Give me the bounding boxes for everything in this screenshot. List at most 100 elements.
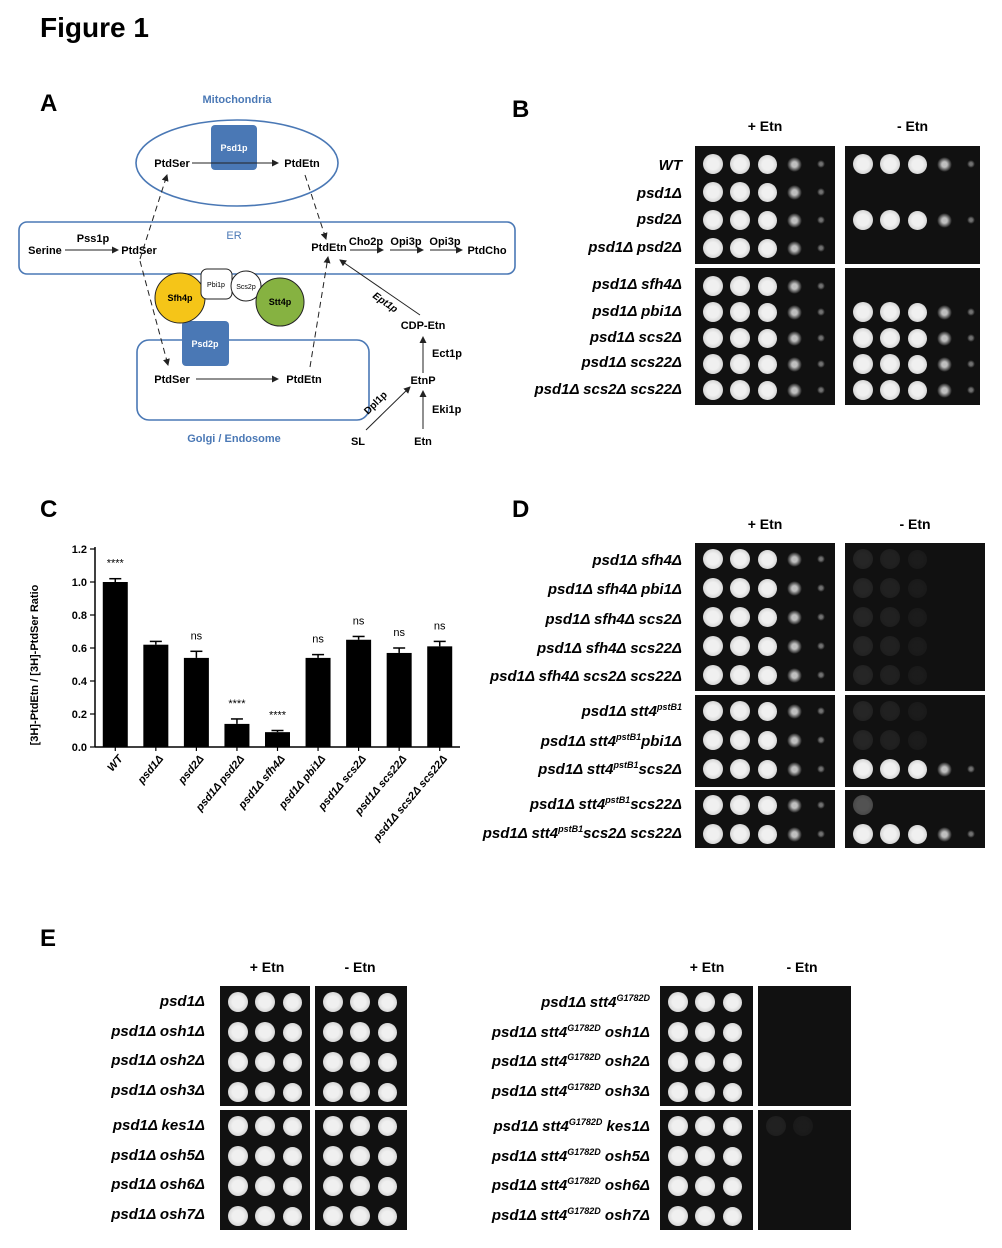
colony-spot [350, 1022, 370, 1042]
colony-spot [722, 1022, 742, 1042]
sfh4p-label: Sfh4p [167, 293, 193, 303]
colony-spot [228, 1082, 248, 1102]
colony-spot [786, 667, 802, 683]
etnp-label: EtnP [410, 375, 435, 387]
colony-spot [350, 1176, 370, 1196]
colony-spot [282, 1082, 302, 1102]
plate-b-minus-bottom [845, 268, 980, 405]
colony-spot [350, 992, 370, 1012]
colony-spot [282, 1206, 302, 1226]
colony-spot [757, 549, 777, 569]
colony-spot [786, 703, 802, 719]
colony-spot [817, 160, 825, 168]
mito-ptdetn-to-er-arrow [304, 174, 328, 240]
colony-spot [703, 795, 723, 815]
colony-spot [695, 1146, 715, 1166]
colony-spot [936, 761, 952, 777]
strain-label: psd1Δ pbi1Δ [592, 303, 682, 320]
ept1p-arrow [339, 259, 421, 316]
strain-label: psd1Δ stt4G1782D osh6Δ [491, 1176, 650, 1194]
strain-label: psd1Δ scs2Δ [589, 329, 682, 346]
colony-spot [757, 182, 777, 202]
panel-d-plus-etn: + Etn [747, 516, 783, 532]
colony-spot [817, 765, 825, 773]
colony-spot [722, 1082, 742, 1102]
stt4p-circle [255, 277, 305, 327]
colony-spot [786, 797, 802, 813]
colony-spot [880, 665, 900, 685]
plate-d-plus-3 [695, 790, 835, 848]
colony-spot [703, 578, 723, 598]
colony-spot [377, 1116, 397, 1136]
panel-e-left-minus-etn: - Etn [344, 959, 376, 975]
colony-spot [817, 671, 825, 679]
colony-spot [880, 549, 900, 569]
colony-spot [323, 1176, 343, 1196]
colony-spot [786, 240, 802, 256]
colony-spot [907, 354, 927, 374]
psd2p-label: Psd2p [191, 339, 219, 349]
colony-spot [255, 1052, 275, 1072]
colony-spot [853, 328, 873, 348]
colony-spot [936, 330, 952, 346]
colony-spot [817, 642, 825, 650]
colony-spot [730, 636, 750, 656]
colony-spot [282, 1116, 302, 1136]
colony-spot [228, 1116, 248, 1136]
significance-label: **** [107, 558, 125, 570]
colony-spot [350, 1146, 370, 1166]
ptdser-to-mito-arrow [139, 174, 169, 260]
panel-c-chart: [3H]-PtdEtn / [3H]-PtdSer Ratio 0.00.20.… [29, 544, 460, 845]
colony-spot [695, 1116, 715, 1136]
colony-spot [730, 549, 750, 569]
colony-spot [282, 1052, 302, 1072]
colony-spot [786, 732, 802, 748]
colony-spot [853, 549, 873, 569]
colony-spot [757, 380, 777, 400]
colony-spot [757, 354, 777, 374]
plate-e-right-minus-top [758, 986, 851, 1106]
colony-spot [766, 1116, 786, 1136]
panel-letter-a: A [40, 90, 58, 117]
colony-spot [323, 1146, 343, 1166]
colony-spot [668, 1116, 688, 1136]
colony-spot [668, 992, 688, 1012]
colony-spot [907, 759, 927, 779]
plate-e-right-plus-bottom [660, 1110, 753, 1230]
x-tick-label: psd1Δ [135, 753, 166, 787]
colony-spot [880, 302, 900, 322]
colony-spot [757, 328, 777, 348]
colony-spot [853, 665, 873, 685]
colony-spot [255, 1116, 275, 1136]
colony-spot [377, 1176, 397, 1196]
mitochondria-outline [135, 119, 339, 207]
er-ptdser: PtdSer [121, 245, 157, 257]
mitochondria-label: Mitochondria [202, 94, 272, 106]
colony-spot [757, 154, 777, 174]
plate-b-plus-top [695, 146, 835, 264]
strain-label: psd1Δ sfh4Δ scs2Δ scs22Δ [489, 668, 682, 685]
y-tick-label: 0.4 [72, 676, 88, 688]
colony-spot [880, 607, 900, 627]
colony-spot [703, 182, 723, 202]
colony-spot [880, 759, 900, 779]
colony-spot [703, 730, 723, 750]
colony-spot [282, 1146, 302, 1166]
colony-spot [786, 156, 802, 172]
colony-spot [730, 328, 750, 348]
colony-spot [853, 759, 873, 779]
significance-label: ns [312, 634, 324, 646]
colony-spot [853, 607, 873, 627]
colony-spot [853, 824, 873, 844]
bar [102, 582, 128, 747]
bar [305, 657, 331, 747]
colony-spot [730, 701, 750, 721]
colony-spot [786, 356, 802, 372]
colony-spot [786, 609, 802, 625]
colony-spot [757, 302, 777, 322]
plate-e-left-plus-top [220, 986, 310, 1106]
colony-spot [703, 549, 723, 569]
stt4p-label: Stt4p [269, 297, 292, 307]
colony-spot [880, 701, 900, 721]
mito-ptdser: PtdSer [154, 158, 190, 170]
